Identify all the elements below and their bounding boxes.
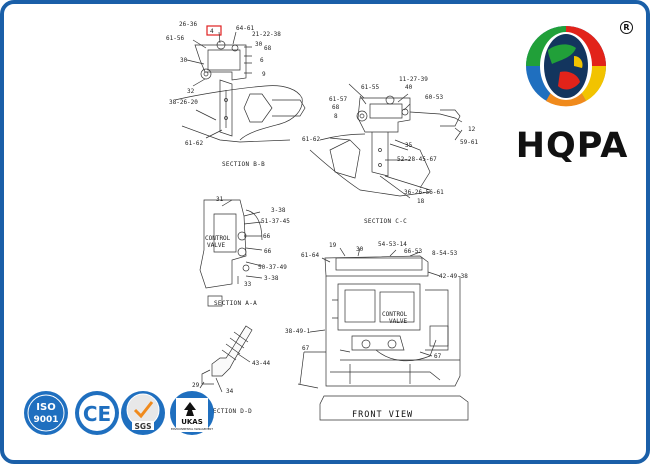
front-view-drawing (297, 247, 469, 421)
label: 54-53-14 (378, 241, 407, 248)
label: 6 (260, 57, 264, 64)
label: 38-26-20 (169, 99, 198, 106)
brand-name: HQPA (515, 126, 629, 166)
label: 43-44 (252, 360, 270, 367)
label: CONTROL (382, 311, 408, 318)
label: 3-38 (271, 207, 286, 214)
iso-number: 9001 (33, 415, 58, 425)
label: 52-28-45-67 (397, 156, 437, 163)
registered-mark: R (620, 21, 633, 34)
label: 34 (226, 388, 234, 395)
label: 31 (216, 196, 224, 203)
section-b-b-title: SECTION B-B (222, 161, 265, 168)
labels-b-b: 26-36 4 64-61 61-56 21-22-38 30 68 6 30 … (166, 21, 281, 168)
labels-front-view: 19 54-53-14 61-64 30 66-53 8-54-53 42-49… (285, 241, 468, 420)
label: 66-53 (404, 248, 422, 255)
section-c-c-drawing (309, 83, 463, 199)
label: 59-61 (460, 139, 478, 146)
label: 66 (264, 248, 272, 255)
label: 11-27-39 (399, 76, 428, 83)
label: 38-49-1 (285, 328, 311, 335)
section-c-c-title: SECTION C-C (364, 218, 407, 225)
iso-9001-badge: ISO 9001 (24, 391, 68, 435)
section-b-b-drawing (174, 25, 306, 143)
label: 35 (405, 142, 413, 149)
label: 12 (468, 126, 476, 133)
label: CONTROL (205, 235, 231, 242)
label: 26-36 (179, 21, 197, 28)
label: 67 (302, 345, 310, 352)
hqpa-logo-emblem (526, 26, 607, 107)
label: 51-37-45 (261, 218, 290, 225)
sgs-text: SGS (135, 422, 152, 431)
label: 4 (210, 28, 214, 35)
label: 61-55 (361, 84, 379, 91)
ce-badge: CE (75, 391, 119, 435)
crown-icon (184, 402, 196, 416)
label: 30 (255, 41, 263, 48)
section-d-d-title: SECTION D-D (209, 408, 252, 415)
label: 19 (329, 242, 337, 249)
callout-box (206, 25, 222, 36)
label: 68 (332, 104, 340, 111)
label: 66 (263, 233, 271, 240)
label: 8 (334, 113, 338, 120)
label: 61-62 (185, 140, 203, 147)
label: 40 (405, 84, 413, 91)
label: 68 (264, 45, 272, 52)
ukas-badge: UKAS ENVIRONMENTAL MANAGEMENT (170, 391, 214, 435)
label: 61-56 (166, 35, 184, 42)
label: 32 (187, 88, 195, 95)
label: 29 (192, 382, 200, 389)
label: 3-38 (264, 275, 279, 282)
label: 61-64 (301, 252, 319, 259)
ukas-text: UKAS (181, 418, 203, 426)
label: 30 (356, 246, 364, 253)
ce-mark: CE (83, 402, 111, 426)
label: 67 (434, 353, 442, 360)
label: VALVE (207, 242, 225, 249)
ukas-subtext: ENVIRONMENTAL MANAGEMENT (171, 427, 213, 431)
front-view-title: FRONT VIEW (352, 410, 413, 420)
label: 21-22-38 (252, 31, 281, 38)
label: 18 (417, 198, 425, 205)
sgs-badge: SGS (121, 391, 165, 435)
label: 42-49-38 (439, 273, 468, 280)
label: 60-53 (425, 94, 443, 101)
labels-a-a: 31 3-38 51-37-45 66 CONTROL VALVE 66 50-… (205, 196, 290, 307)
labels-c-c: 11-27-39 61-55 40 61-57 60-53 68 8 12 59… (302, 76, 478, 225)
label: 33 (244, 281, 252, 288)
label: 36-26-56-61 (404, 189, 444, 196)
label: 64-61 (236, 25, 254, 32)
labels-d-d: 43-44 29 34 SECTION D-D (192, 360, 270, 415)
section-a-a-drawing (199, 199, 263, 307)
section-a-a-title: SECTION A-A (214, 300, 257, 307)
iso-text: ISO (36, 402, 55, 413)
label: 61-62 (302, 136, 320, 143)
label: VALVE (389, 318, 407, 325)
label: 61-57 (329, 96, 347, 103)
section-d-d-drawing (199, 325, 253, 393)
label: 50-37-49 (258, 264, 287, 271)
check-icon (133, 401, 154, 419)
label: 8-54-53 (432, 250, 458, 257)
label: 30 (180, 57, 188, 64)
label: 9 (262, 71, 266, 78)
